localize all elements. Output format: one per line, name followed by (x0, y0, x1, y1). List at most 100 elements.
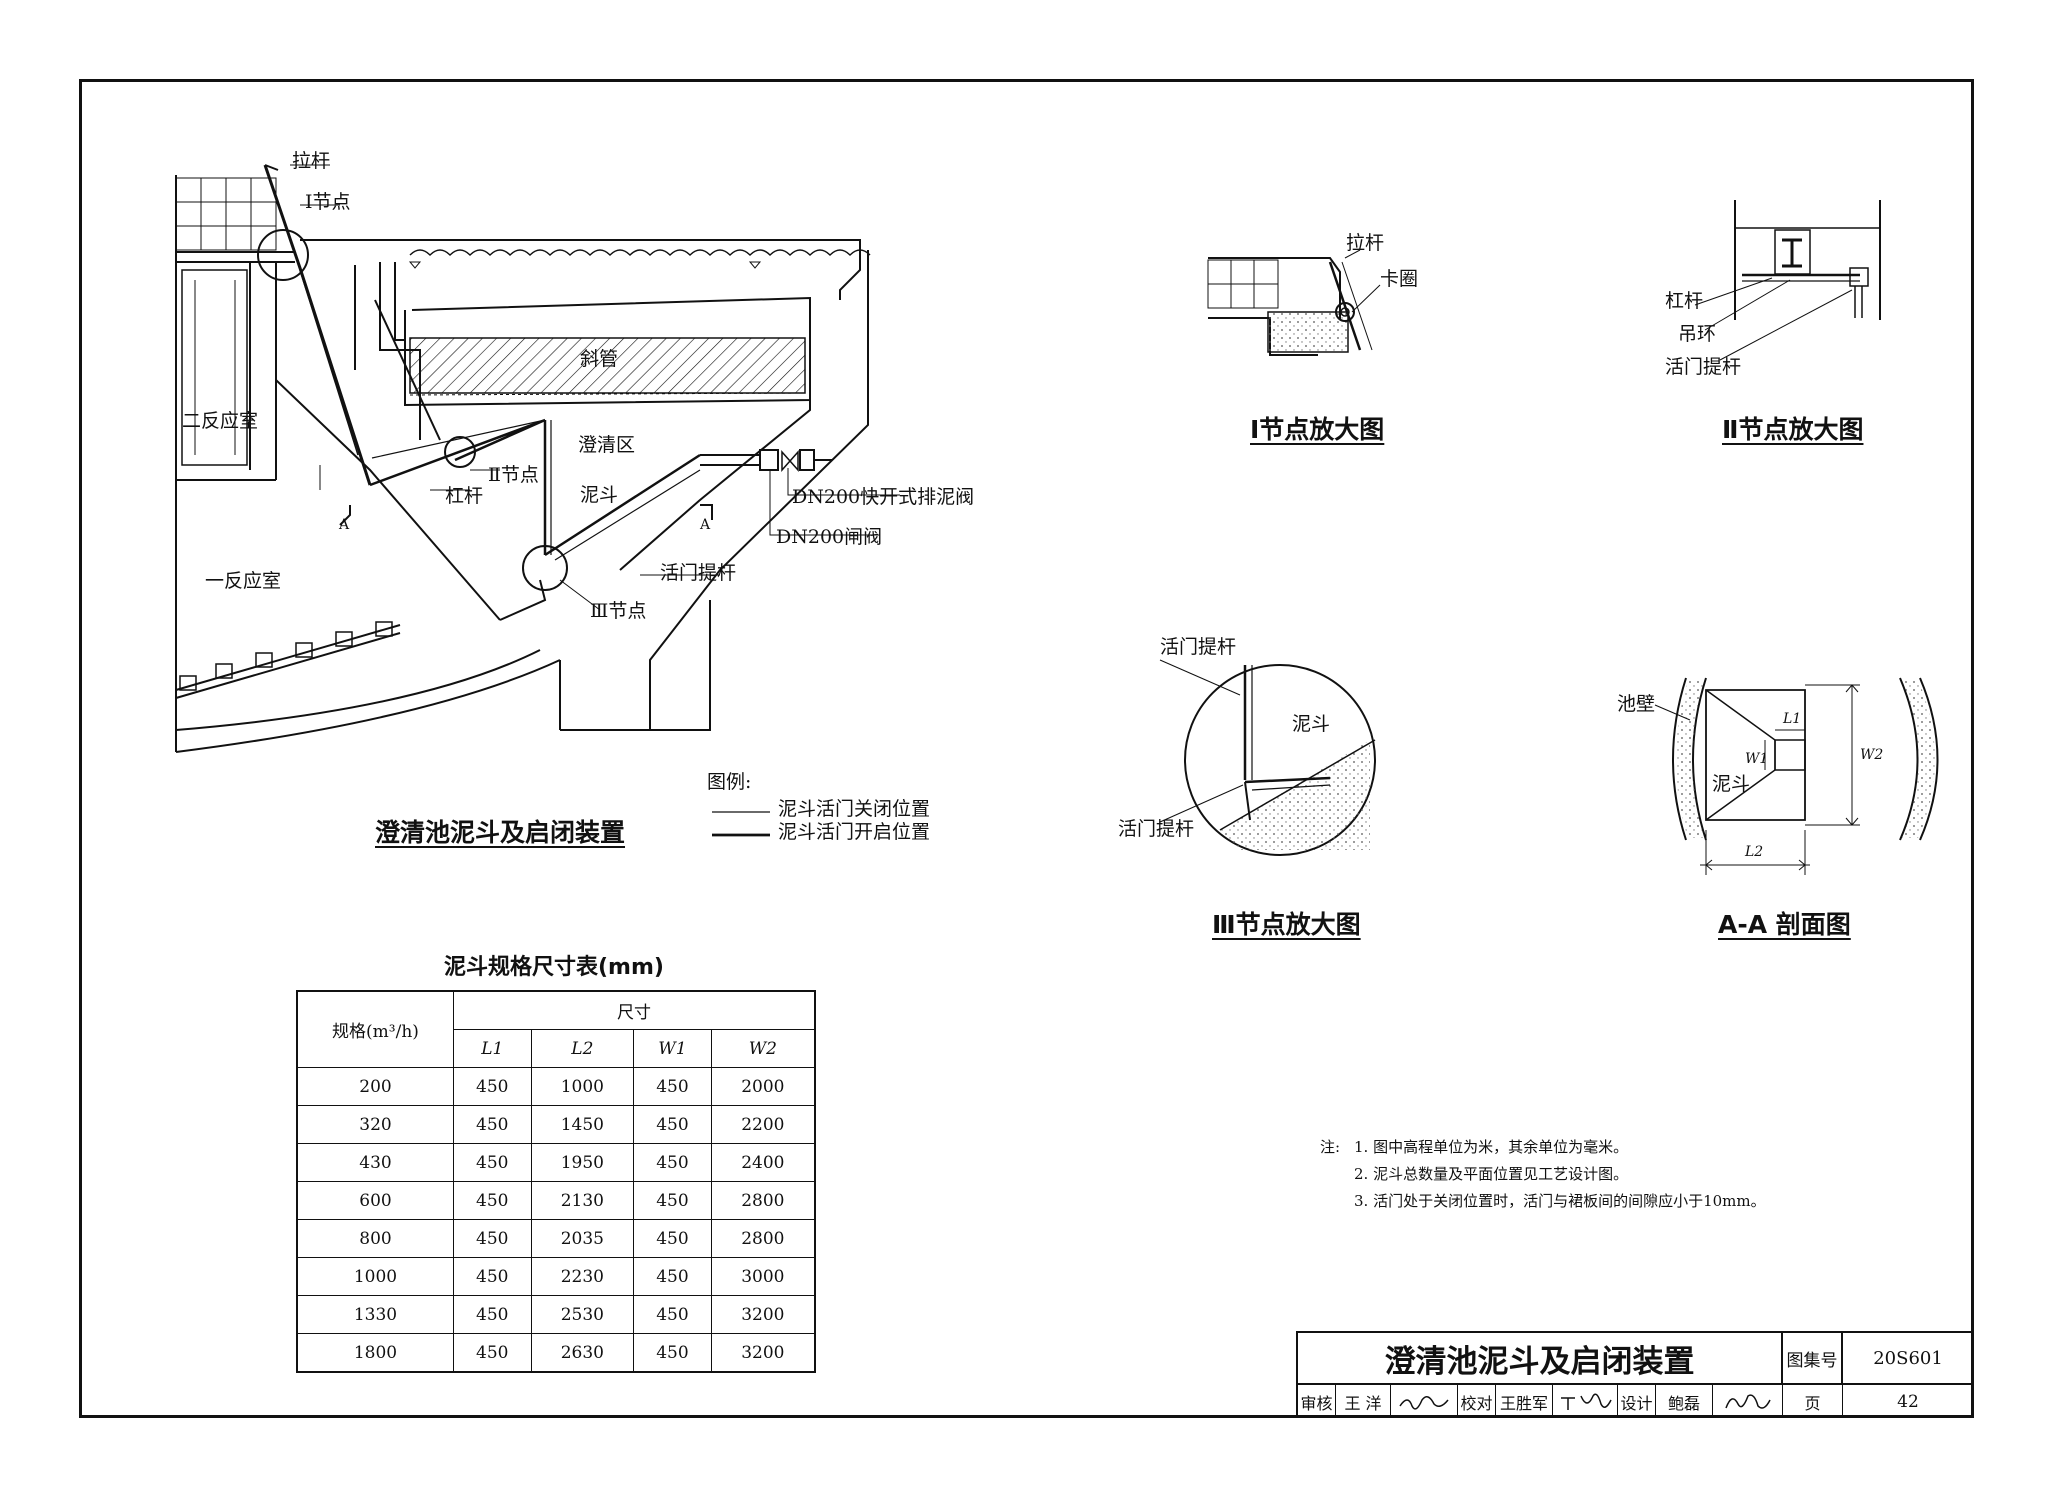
size-cell: 3200 (710, 1333, 816, 1373)
legend-closed: 泥斗活门关闭位置 (778, 798, 931, 820)
label-node-3: Ⅲ节点 (590, 600, 647, 622)
size-cell: 1450 (530, 1105, 635, 1144)
size-cell: 450 (633, 1333, 712, 1373)
size-cell: 1000 (530, 1067, 635, 1106)
size-cell: 3200 (710, 1295, 816, 1334)
label-pull-rod: 拉杆 (292, 150, 331, 172)
section-aa-dim-w2: W2 (1860, 747, 1884, 763)
size-cell: 2800 (710, 1181, 816, 1220)
section-aa-dim-l2: L2 (1745, 844, 1764, 860)
checker-signature-mark (1561, 1393, 1612, 1410)
size-cell: 2000 (710, 1067, 816, 1106)
section-mark-right: A (700, 517, 711, 533)
designer-signature-mark (1724, 1393, 1771, 1409)
label-node-2: Ⅱ节点 (488, 464, 539, 486)
label-valve-gate: DN200闸阀 (776, 526, 883, 548)
detail-3-gate-lift-rod-top: 活门提杆 (1160, 636, 1237, 658)
section-aa-sludge-hopper: 泥斗 (1712, 773, 1751, 795)
label-node-1: Ⅰ节点 (305, 191, 351, 213)
size-cell: 2630 (530, 1333, 635, 1373)
detail-3-drawing (1159, 659, 1376, 856)
size-cell: 450 (453, 1219, 532, 1258)
detail-1-clamp: 卡圈 (1380, 268, 1419, 290)
spec-cell: 430 (296, 1143, 454, 1182)
detail-2-hanging-ring: 吊环 (1678, 323, 1717, 345)
detail-2-gate-lift-rod: 活门提杆 (1665, 356, 1742, 378)
section-mark-left: A (339, 517, 350, 533)
size-cell: 450 (453, 1105, 532, 1144)
main-drawing-title: 澄清池泥斗及启闭装置 (375, 818, 626, 847)
size-cell: 3000 (710, 1257, 816, 1296)
legend-lines (712, 811, 770, 837)
detail-3-gate-lift-rod-bottom: 活门提杆 (1118, 818, 1195, 840)
label-first-reaction: 一反应室 (205, 570, 282, 592)
detail-1-title: Ⅰ节点放大图 (1250, 415, 1385, 444)
size-cell: 450 (453, 1181, 532, 1220)
legend-title: 图例: (707, 771, 752, 793)
label-sludge-hopper: 泥斗 (580, 484, 619, 506)
size-cell: 450 (453, 1333, 532, 1373)
check-label: 校对 (1458, 1385, 1496, 1418)
sub-header-l1: L1 (453, 1029, 532, 1068)
title-block-title: 澄清池泥斗及启闭装置 (1298, 1333, 1783, 1385)
size-col-header: 尺寸 (453, 990, 816, 1030)
note-3: 3. 活门处于关闭位置时，活门与裙板间的间隙应小于10mm。 (1354, 1192, 1766, 1210)
checker-signature (1553, 1385, 1618, 1418)
detail-1-pull-rod: 拉杆 (1346, 232, 1385, 254)
design-label: 设计 (1618, 1385, 1656, 1418)
section-aa-dim-l1: L1 (1783, 711, 1802, 727)
size-cell: 450 (633, 1143, 712, 1182)
atlas-number: 20S601 (1843, 1333, 1973, 1385)
label-clarify-zone: 澄清区 (578, 434, 636, 456)
section-aa-dim-w1: W1 (1745, 751, 1769, 767)
sub-header-l2: L2 (530, 1029, 635, 1068)
legend-open: 泥斗活门开启位置 (778, 821, 931, 843)
designer-signature (1713, 1385, 1783, 1418)
label-second-reaction: 二反应室 (182, 410, 259, 432)
spec-cell: 1000 (296, 1257, 454, 1296)
label-valve-fast: DN200快开式排泥阀 (792, 486, 975, 508)
label-inclined-tube: 斜管 (580, 348, 619, 370)
size-cell: 450 (633, 1295, 712, 1334)
note-2: 2. 泥斗总数量及平面位置见工艺设计图。 (1354, 1165, 1629, 1183)
label-gate-lift-rod: 活门提杆 (660, 562, 737, 584)
page-number: 42 (1897, 1391, 1919, 1412)
reviewer-signature-mark (1399, 1395, 1449, 1410)
page-label: 页 (1783, 1385, 1843, 1418)
size-cell: 450 (633, 1257, 712, 1296)
size-cell: 450 (633, 1105, 712, 1144)
size-cell: 450 (453, 1143, 532, 1182)
detail-2-title: Ⅱ节点放大图 (1722, 415, 1864, 444)
designer-name: 鲍磊 (1656, 1385, 1713, 1418)
spec-cell: 800 (296, 1219, 454, 1258)
size-cell: 450 (633, 1067, 712, 1106)
size-cell: 2530 (530, 1295, 635, 1334)
section-aa-title: A-A 剖面图 (1718, 910, 1851, 939)
size-cell: 2400 (710, 1143, 816, 1182)
section-aa-pool-wall: 池壁 (1617, 693, 1656, 715)
size-cell: 2130 (530, 1181, 635, 1220)
spec-table-title: 泥斗规格尺寸表(mm) (444, 955, 664, 980)
detail-2-drawing (1694, 200, 1881, 361)
reviewer-signature (1391, 1385, 1458, 1418)
spec-cell: 200 (296, 1067, 454, 1106)
spec-cell: 320 (296, 1105, 454, 1144)
size-cell: 1950 (530, 1143, 635, 1182)
note-1: 1. 图中高程单位为米，其余单位为毫米。 (1354, 1138, 1629, 1156)
notes-prefix: 注: (1320, 1138, 1341, 1156)
review-label: 审核 (1298, 1385, 1336, 1418)
title-block: 澄清池泥斗及启闭装置 图集号 20S601 审核 王 洋 校对 王胜军 设计 鲍… (1296, 1331, 1973, 1418)
sub-header-w2: W2 (710, 1029, 816, 1068)
detail-3-sludge-hopper: 泥斗 (1292, 713, 1331, 735)
size-cell: 450 (453, 1257, 532, 1296)
size-cell: 2800 (710, 1219, 816, 1258)
